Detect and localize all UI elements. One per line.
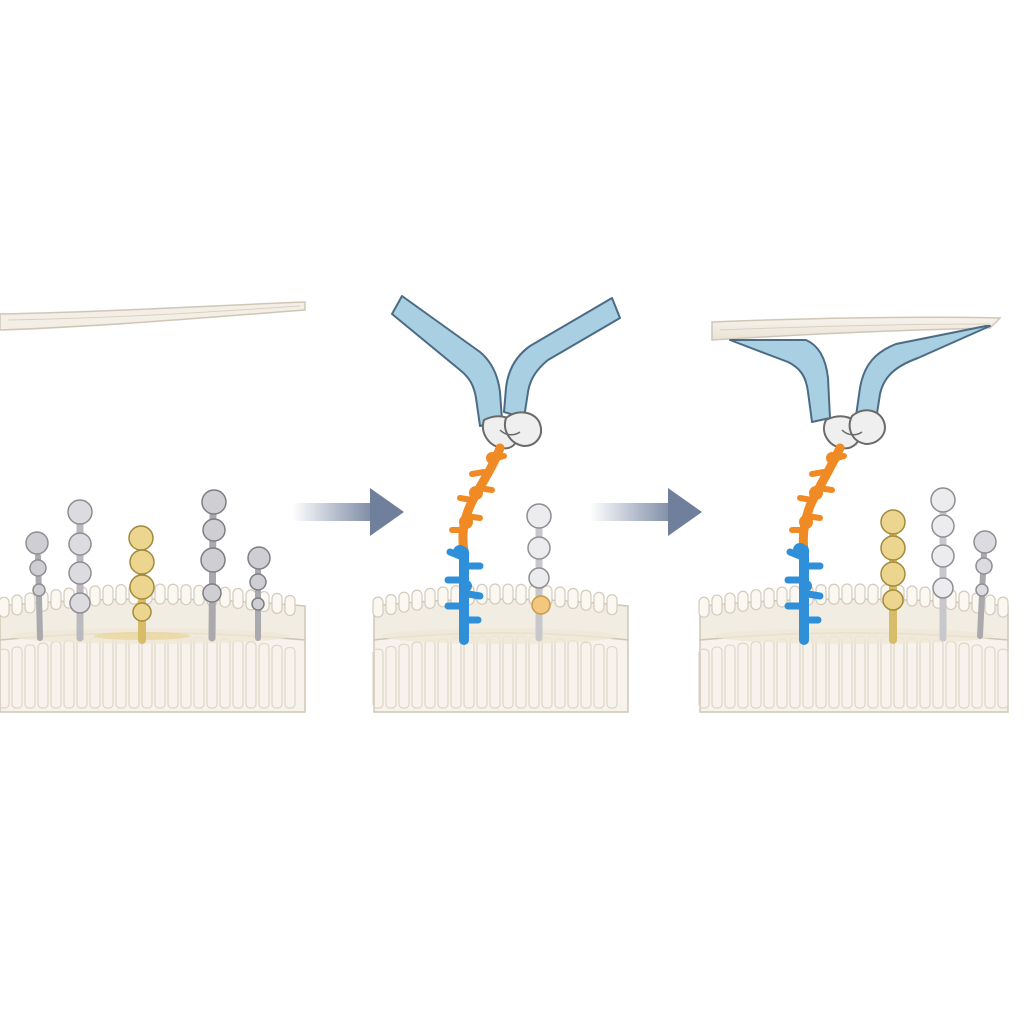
lipid-tail [971,644,983,709]
lipid-tail [411,641,423,709]
cell-membrane [698,583,1009,713]
lipid-head [424,587,436,609]
receptor-white [526,503,552,642]
lipid-tail [245,641,257,709]
lipid-head [167,583,179,605]
lipid-head [606,594,618,616]
antibody [729,325,991,450]
lipid-tail [24,644,36,709]
lipid-head [232,587,244,610]
lipid-tail [0,648,10,709]
receptor-grey [973,530,997,639]
lipid-tail [37,642,49,709]
lipid-tail [258,642,270,709]
lipid-head [554,586,566,608]
receptor-yellow [128,525,155,644]
lipid-tail [984,646,996,709]
receptor-white [930,487,956,642]
lipid-head [763,587,775,609]
receptor-yellow [880,509,906,644]
receptor-blue [784,543,824,645]
lipid-head [115,583,127,606]
lipid-tail [11,646,23,709]
ligand-chain-orange [449,443,507,557]
lipid-head [724,592,736,614]
ligand-chain-orange [789,443,847,555]
lipid-head [593,591,605,613]
lipid-head [284,594,296,617]
lipid-head [567,587,579,610]
arrow-binding-to-bridged [590,488,702,536]
receptor-grey-2 [67,499,93,642]
lipid-head [180,584,192,606]
upper-surface-sheet [711,316,1002,341]
lipid-head [958,590,970,612]
lipid-tail [271,644,283,709]
lipid-head [437,586,449,608]
lipid-tail [372,648,384,709]
lipid-head [193,584,205,606]
receptor-grey-3 [200,489,227,642]
lipid-head [776,586,788,608]
arrow-resting-to-binding [292,488,404,536]
lipid-tail [698,648,710,709]
lipid-head [411,589,423,611]
lipid-head [984,594,996,616]
lipid-head [219,586,231,608]
lipid-tail [997,648,1009,709]
lipid-head [515,583,527,605]
panel-resting [0,301,306,713]
lipid-tail [385,645,397,709]
lipid-head [271,592,283,615]
lipid-tail [593,643,605,709]
lipid-tail [398,643,410,709]
lipid-head [398,591,410,613]
lipid-head [854,583,866,605]
lipid-head [489,583,501,605]
lipid-head [841,583,853,605]
lipid-head [867,583,879,605]
lipid-head [828,583,840,605]
receptor-blue [444,545,484,645]
lipid-head [711,594,723,616]
lipid-tail [958,642,970,709]
lipid-head [502,583,514,605]
lipid-head [698,596,710,618]
lipid-head [997,596,1009,618]
lipid-head [154,583,166,605]
antibody [391,295,621,450]
lipid-head [750,589,762,611]
lipid-head [906,585,918,607]
lipid-head [737,590,749,612]
lipid-tail [711,646,723,709]
lipid-tail [606,646,618,709]
cell-membrane [372,583,629,713]
lipid-tail [737,642,749,709]
lipid-head [372,596,384,618]
lipid-tail [284,646,296,709]
receptor-grey-1 [25,531,49,641]
lipid-head [24,592,36,614]
lipid-head [580,589,592,611]
lipid-head [385,593,397,616]
receptor-grey-4 [247,546,271,641]
lipid-tail [724,644,736,709]
lipid-head [102,584,114,606]
upper-surface-sheet [0,301,306,331]
lipid-head [89,585,101,607]
lipid-head [50,588,62,611]
lipid-head [11,594,23,616]
panel-binding [372,295,629,713]
lipid-head [0,596,10,618]
lipid-tail [580,641,592,709]
panel-bridged [698,316,1009,713]
lipid-head [919,586,931,608]
